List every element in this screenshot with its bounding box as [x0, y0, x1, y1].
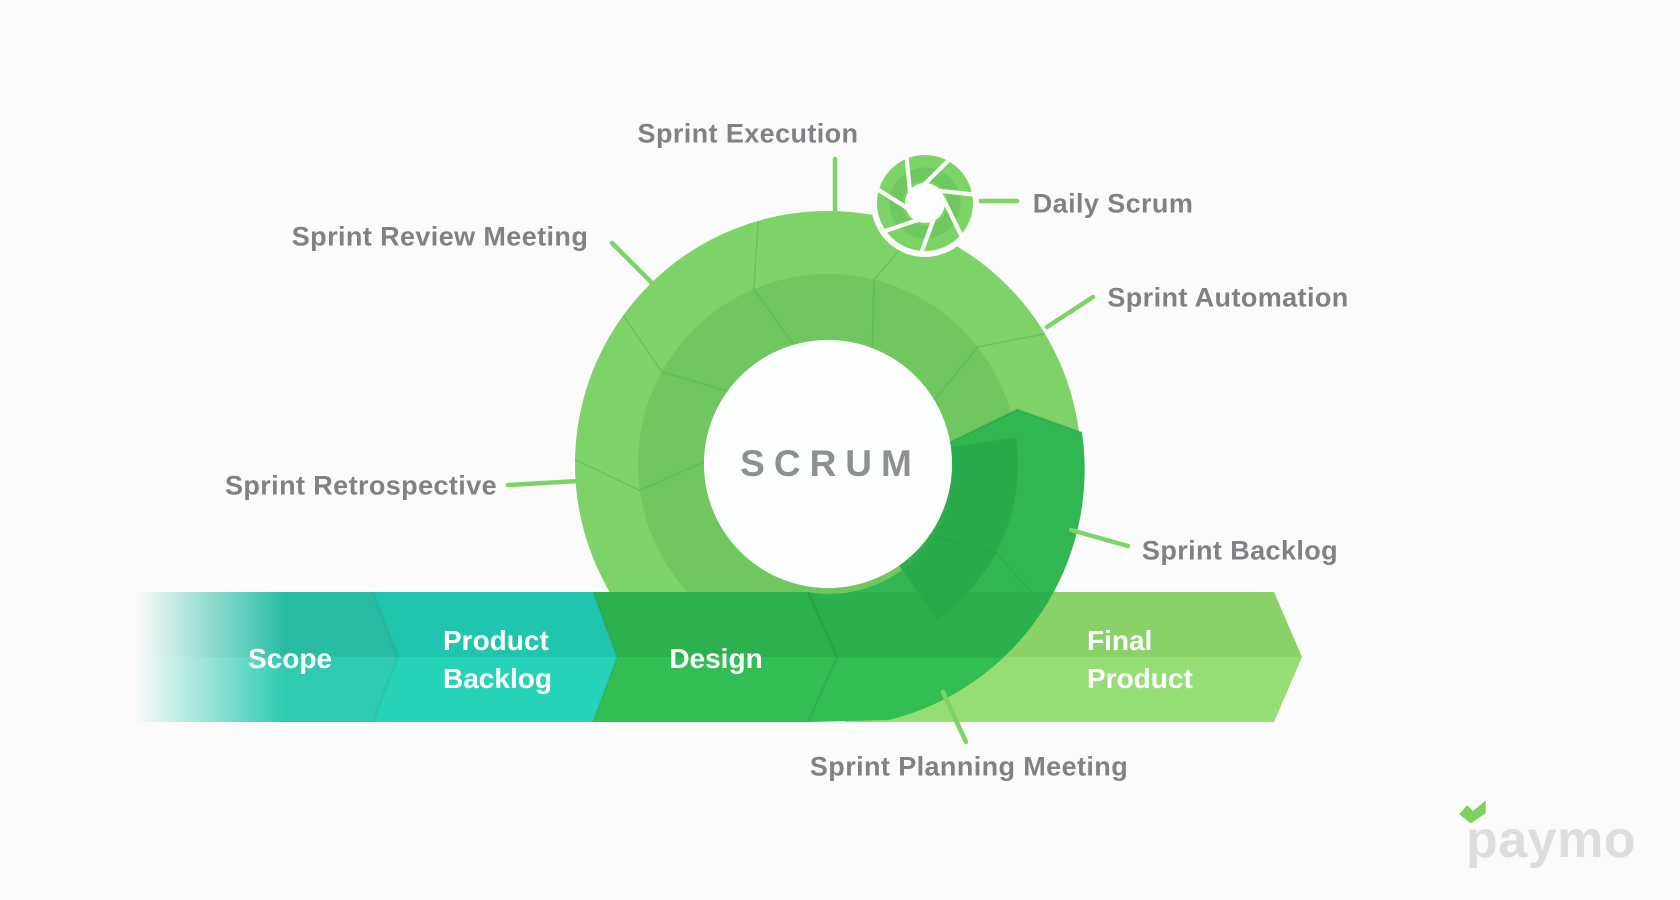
callout-leader-lines [505, 156, 1131, 745]
leader-sprint-backlog [1068, 527, 1131, 549]
design-segment [593, 592, 837, 722]
band-label-final-product-line2: Product [1087, 663, 1193, 694]
band-label-product-backlog-line2: Backlog [443, 663, 552, 694]
leader-sprint-planning-meeting [940, 689, 969, 745]
band-label-scope: Scope [247, 643, 333, 674]
band-label-product-backlog-line1: Product [443, 625, 549, 656]
scrum-loop-dark-arc [806, 408, 1085, 723]
callout-sprint-backlog: Sprint Backlog [1141, 535, 1339, 566]
band-left-fade [100, 585, 300, 727]
scrum-loop-center [704, 340, 952, 588]
callout-sprint-planning-meeting: Sprint Planning Meeting [809, 751, 1129, 782]
scrum-center-label: SCRUM [740, 443, 921, 484]
callout-sprint-retrospective: Sprint Retrospective [224, 470, 498, 501]
paymo-logo-text: paymo [1466, 811, 1637, 869]
callout-sprint-execution: Sprint Execution [637, 118, 859, 149]
leader-sprint-retrospective [505, 478, 582, 488]
band-label-final-product: Final Product [1087, 622, 1193, 698]
callout-daily-scrum: Daily Scrum [1032, 188, 1194, 219]
product-backlog-segment [373, 592, 617, 722]
band-label-final-product-line1: Final [1087, 625, 1153, 656]
leader-sprint-review-meeting [609, 240, 655, 286]
leader-sprint-automation [1044, 294, 1096, 330]
paymo-logo: paymo [1458, 800, 1668, 880]
band-label-product-backlog: Product Backlog [443, 622, 552, 698]
callout-sprint-review-meeting: Sprint Review Meeting [291, 221, 589, 252]
band-label-design: Design [669, 643, 763, 674]
daily-scrum-icon [871, 149, 979, 257]
callout-sprint-automation: Sprint Automation [1107, 282, 1349, 313]
paymo-logo-mark-icon [1459, 800, 1486, 824]
